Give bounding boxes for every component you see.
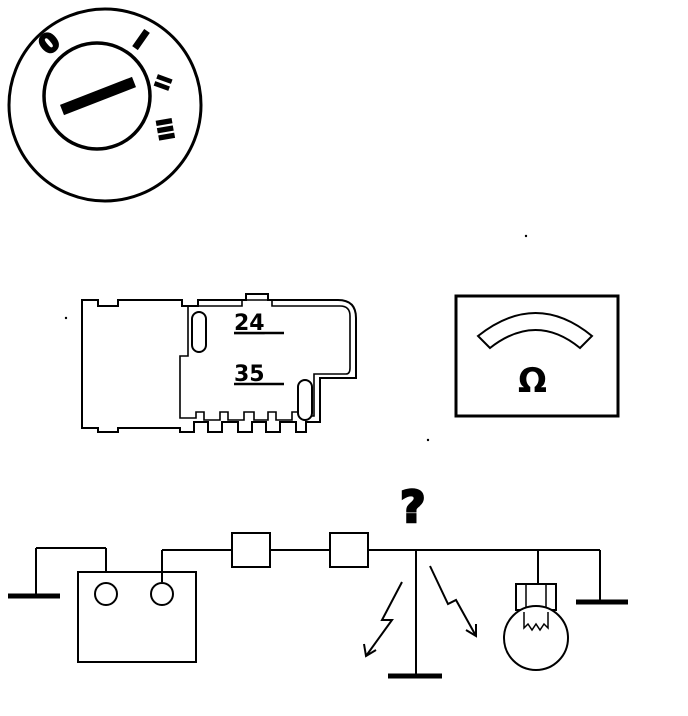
connector-inner-outline — [179, 299, 351, 421]
fuse-box-1 — [231, 532, 271, 568]
ohmmeter-scale-arc — [476, 312, 594, 350]
spark-arrowhead-right — [465, 624, 477, 638]
connector-outer-body — [81, 293, 357, 433]
speck — [524, 234, 528, 238]
fuse-box-2 — [329, 532, 369, 568]
speck — [64, 316, 68, 320]
connector-latch-right — [297, 379, 313, 421]
question-mark: ? — [400, 482, 426, 533]
battery-terminal-positive — [150, 582, 174, 606]
ignition-switch: 0 I II III — [7, 7, 203, 203]
battery — [77, 571, 197, 663]
connector-plug: 24 35 — [81, 293, 357, 433]
ohm-symbol: Ω — [518, 361, 547, 401]
speck — [426, 438, 430, 442]
spark-arrow-left — [365, 581, 403, 657]
spark-arrowhead-left — [363, 643, 377, 658]
ohmmeter: Ω — [454, 294, 620, 418]
lamp-filament — [523, 612, 549, 632]
connector-latch-left — [191, 311, 207, 353]
switch-key-slot — [60, 76, 136, 116]
position-3-label: III — [152, 116, 180, 142]
spark-arrow-right — [429, 565, 477, 637]
lamp-bulb — [503, 605, 569, 671]
battery-terminal-negative — [94, 582, 118, 606]
circuit — [8, 532, 628, 679]
